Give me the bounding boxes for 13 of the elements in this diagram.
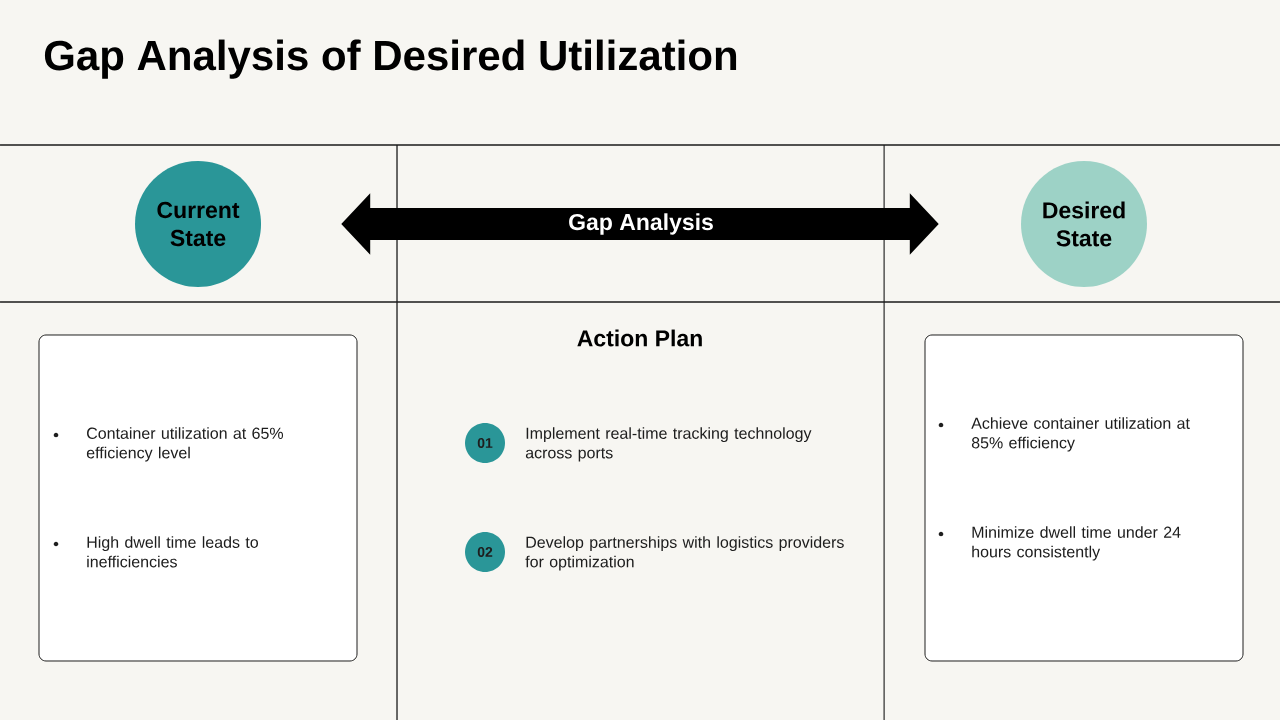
title: Gap Analysis of Desired Utilization <box>44 39 737 79</box>
bullet-text: Container utilization at 65% efficiency level <box>86 427 284 462</box>
step-text: Implement real-time tracking technology across ports <box>525 427 812 462</box>
bullet-text: High dwell time leads to inefficiencies <box>87 536 258 568</box>
number-badge: 02 <box>465 532 505 572</box>
edge-label: Gap Analysis <box>566 211 716 237</box>
number-badge: 01 <box>465 423 505 463</box>
bullet-text: Minimize dwell time under 24 hours consistently <box>972 526 1181 561</box>
text-box <box>38 334 358 662</box>
bullet-text: Achieve container utilization at 85% efficiency <box>971 417 1190 452</box>
text-box <box>924 334 1244 662</box>
step-text: Develop partnerships with logistics providers for optimization <box>525 536 844 571</box>
heading: Action Plan <box>577 329 702 347</box>
